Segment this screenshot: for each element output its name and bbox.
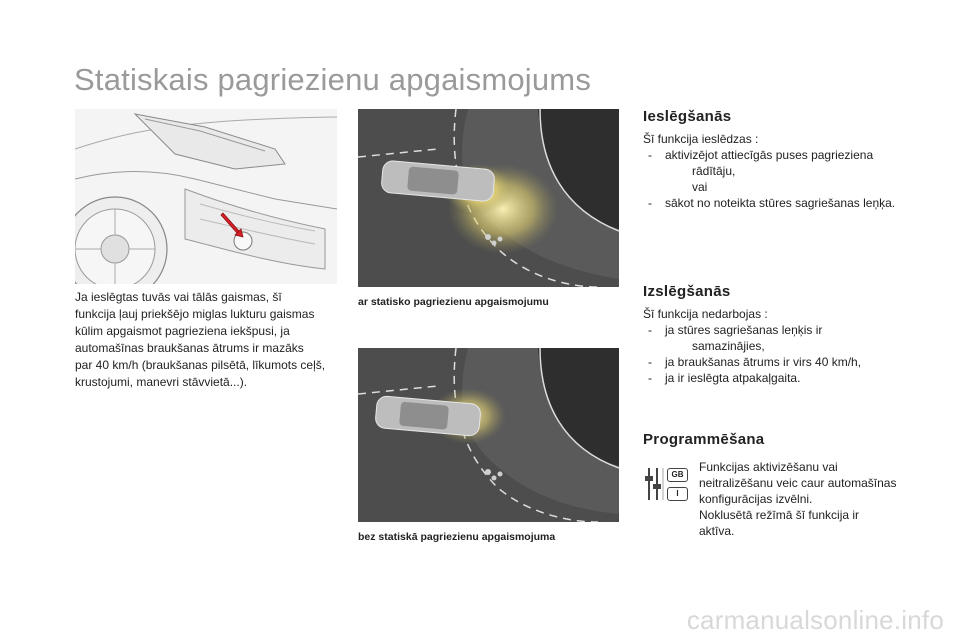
izslegsana-intro: Šī funkcija nedarbojas :	[643, 307, 768, 321]
ieslegsana-item-2: sākot no noteikta stūres sagriešanas leņ…	[665, 196, 896, 210]
language-badge: GB	[667, 468, 688, 482]
izslegsana-item-1: ja stūres sagriešanas leņķis ir	[665, 323, 823, 337]
izslegsana-item-2: ja braukšanas ātrums ir virs 40 km/h,	[665, 355, 862, 369]
programmesana-line: konfigurācijas izvēlni.	[699, 492, 813, 506]
list-bullet: -	[648, 196, 652, 210]
list-bullet: -	[648, 371, 652, 385]
intro-line: automašīnas braukšanas ātrums ir mazāks	[75, 341, 304, 355]
programmesana-line: Funkcijas aktivizēšanu vai	[699, 460, 838, 474]
page-title: Statiskais pagriezienu apgaismojums	[74, 62, 592, 97]
programmesana-line: neitralizēšanu veic caur automašīnas	[699, 476, 897, 490]
car-front-illustration	[75, 109, 337, 284]
programmesana-line: Noklusētā režīmā šī funkcija ir	[699, 508, 860, 522]
ieslegsana-or: vai	[692, 180, 708, 194]
caption-with-cornering-light: ar statisko pagriezienu apgaismojumu	[358, 296, 549, 308]
ieslegsana-item-1-cont: rādītāju,	[692, 164, 736, 178]
intro-line: par 40 km/h (braukšanas pilsētā, līkumot…	[75, 358, 326, 372]
intro-line: kūlim apgaismot pagrieziena iekšpusi, ja	[75, 324, 290, 338]
ieslegsana-item-1: aktivizējot attiecīgās puses pagrieziena	[665, 148, 874, 162]
caption-without-cornering-light: bez statiskā pagriezienu apgaismojuma	[358, 531, 556, 543]
intro-line: funkcija ļauj priekšējo miglas lukturu g…	[75, 307, 315, 321]
cornering-light-off-illustration	[358, 348, 619, 522]
cornering-light-on-illustration	[358, 109, 619, 287]
section-heading-izslegsana: Izslēgšanās	[643, 283, 731, 300]
watermark: carmanualsonline.info	[686, 605, 944, 635]
intro-paragraph: Ja ieslēgtas tuvās vai tālās gaismas, šī…	[75, 289, 345, 391]
settings-menu-icon: GB I	[643, 466, 689, 502]
section-heading-ieslegsana: Ieslēgšanās	[643, 108, 732, 125]
list-bullet: -	[648, 148, 652, 162]
list-bullet: -	[648, 355, 652, 369]
ieslegsana-intro: Šī funkcija ieslēdzas :	[643, 132, 759, 146]
izslegsana-item-1-cont: samazinājies,	[692, 339, 765, 353]
programmesana-line: aktīva.	[699, 524, 735, 538]
info-badge: I	[667, 487, 688, 501]
list-bullet: -	[648, 323, 652, 337]
izslegsana-item-3: ja ir ieslēgta atpakaļgaita.	[665, 371, 801, 385]
section-heading-programmesana: Programmēšana	[643, 431, 765, 448]
intro-line: Ja ieslēgtas tuvās vai tālās gaismas, šī	[75, 290, 282, 304]
intro-line: krustojumi, manevri stāvvietā...).	[75, 375, 248, 389]
